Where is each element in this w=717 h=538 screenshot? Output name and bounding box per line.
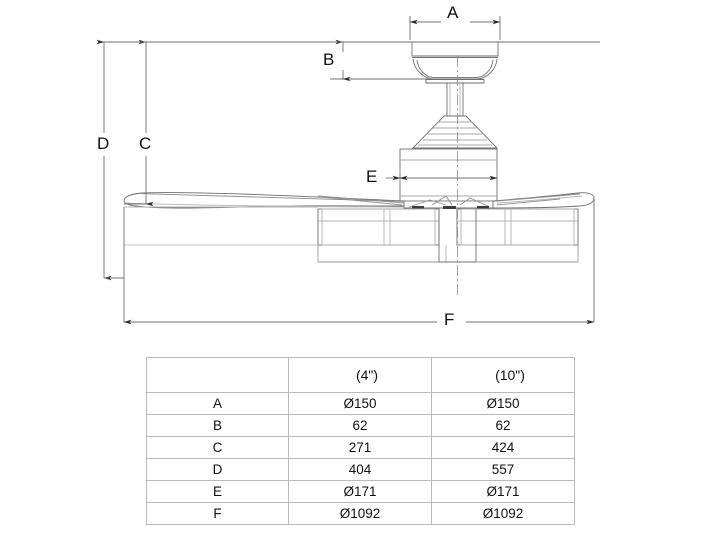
row-d-value-4in: 404 [288,458,432,481]
blade-pad-right [477,206,489,209]
specification-table-container: (4") (10") A Ø150 Ø150 B 62 62 C 271 424 [146,357,575,525]
table-header-col1-label: (4") [355,367,379,383]
table-row: F Ø1092 Ø1092 [146,502,575,525]
dimension-d [96,39,146,281]
fan-geometry [118,41,600,263]
row-f-value-10in: Ø1092 [431,502,575,525]
table-header-col2-label: (10") [495,367,525,383]
dimension-f [123,198,595,325]
blade-pad-left [412,206,424,209]
blade-right-iron-edge [496,198,561,206]
dimension-label-b: B [323,50,335,69]
table-row: D 404 557 [146,458,575,481]
dimension-label-a: A [447,3,459,22]
blade-right-lower-line [496,195,583,204]
row-label-b: B [146,414,289,437]
blade-left-iron-edge2 [321,196,403,206]
row-d-value-10in: 557 [431,458,575,481]
table-header-row: (4") (10") [146,357,575,393]
row-e-value-10in: Ø171 [431,480,575,503]
table-header-col1: (4") [288,357,432,393]
row-b-value-4in: 62 [288,414,432,437]
table-header-corner [146,357,289,393]
row-c-value-4in: 271 [288,436,432,459]
canopy-dome [412,58,498,80]
light-kit-right-inner [460,208,575,246]
row-label-e: E [146,480,289,503]
dimension-c [124,39,410,207]
light-kit-right [456,208,579,246]
row-a-value-4in: Ø150 [288,392,432,415]
canopy-flange [425,79,485,84]
row-f-value-4in: Ø1092 [288,502,432,525]
row-label-a: A [146,392,289,415]
light-kit-left-inner [321,208,436,246]
dimension-label-c: C [139,134,152,153]
table-row: A Ø150 Ø150 [146,392,575,415]
canopy-cylinder [411,42,499,57]
row-a-value-10in: Ø150 [431,392,575,415]
canopy-dome-inner [416,59,494,79]
fan-dimension-drawing [96,16,600,325]
blade-left-top-edge [139,193,405,202]
blade-iron-far-left [408,199,447,208]
table-row: C 271 424 [146,436,575,459]
blade-right-top-edge [492,193,581,202]
row-label-f: F [146,502,289,525]
motor-coupling [411,115,499,149]
row-e-value-4in: Ø171 [288,480,432,503]
motor-housing [399,148,498,202]
blade-iron-center-right [459,197,489,207]
row-b-value-10in: 62 [431,414,575,437]
dimension-label-f: F [444,310,455,329]
dimension-label-d: D [97,134,110,153]
row-label-d: D [146,458,289,481]
specification-table: (4") (10") A Ø150 Ø150 B 62 62 C 271 424 [146,357,575,525]
blade-left-lower-line [125,202,405,208]
blade-left-iron-edge [317,195,405,204]
table-header-col2: (10") [431,357,575,393]
light-kit-base-left [317,245,439,263]
table-row: B 62 62 [146,414,575,437]
table-row: E Ø171 Ø171 [146,480,575,503]
dimension-a [409,16,501,40]
blade-pad-center [443,206,456,209]
row-label-c: C [146,436,289,459]
light-kit-base-right [476,245,579,263]
row-c-value-10in: 424 [431,436,575,459]
light-kit-left [317,208,440,246]
dimension-label-e: E [366,167,378,186]
